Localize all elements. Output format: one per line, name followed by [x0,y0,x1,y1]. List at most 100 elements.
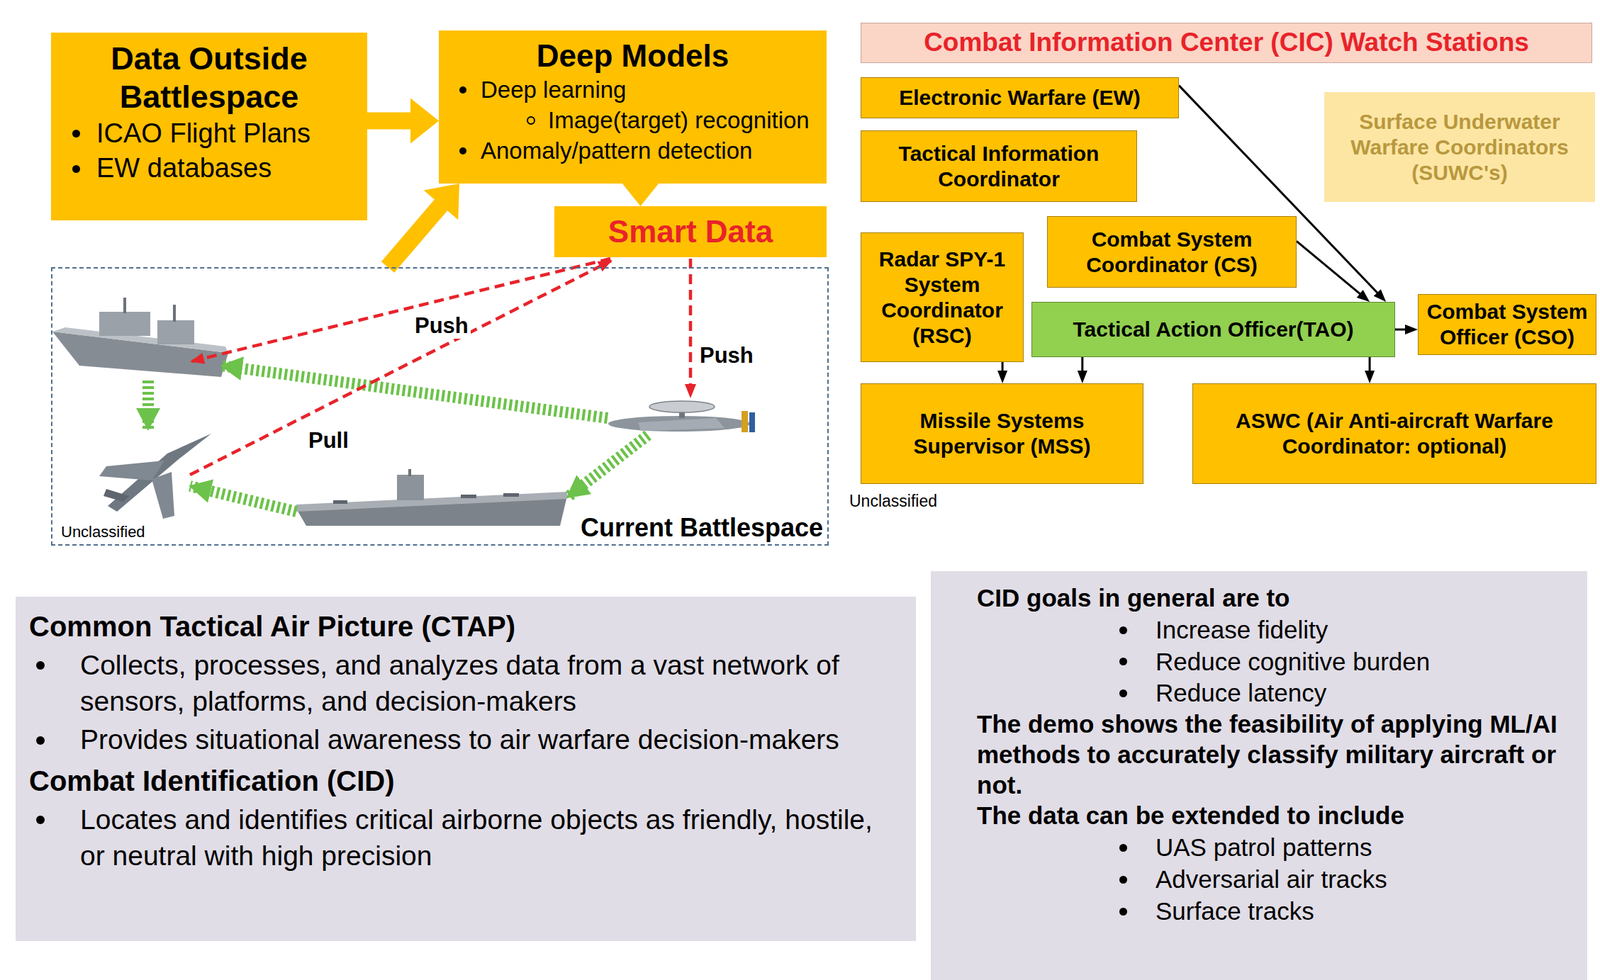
node-text: Adversarial air tracks [1155,865,1388,894]
header-band: Combat Information Center (CIC) Watch St… [860,22,1593,64]
node-text: Radar SPY-1 System Coordinator (RSC) [879,247,1006,348]
node-text: Image(target) recognition [547,107,810,134]
watch-station: ASWC (Air Anti-aircraft Warfare Coordina… [1192,383,1597,485]
node-text: Surface tracks [1155,897,1315,926]
ship-superstructure [157,320,195,345]
push-line [191,258,611,362]
bullet-dot [1119,844,1128,853]
node-text: Provides situational awareness to air wa… [80,724,840,755]
bullet-item: UAS patrol patterns [930,832,1575,865]
text-block: Combat System Coordinator (CS) [1053,226,1291,278]
text-block: The data can be extended to include [930,800,1575,833]
node-text: Smart Data [608,214,773,249]
connector [1077,357,1088,384]
data-link [189,486,297,512]
carrier-mast [408,469,412,477]
connector [1364,357,1375,384]
node-text: Combat Identification (CID) [29,765,395,797]
bullet-item: ICAO Flight Plans [60,116,358,151]
node-text: Anomaly/pattern detection [480,137,753,164]
connector-line [367,112,414,130]
awacs-plane [608,401,755,433]
model-box: Deep ModelsDeep learningImage(target) re… [438,30,827,184]
text-block: Combat System Officer (CSO) [1424,299,1591,351]
bullet-item: Surface tracks [930,896,1575,928]
watch-station: Electronic Warfare (EW) [860,77,1179,119]
cruiser-ship [52,297,229,378]
source-box: Data Outside BattlespaceICAO Flight Plan… [51,32,368,221]
link-label: Pull [306,428,351,454]
bullet-dot [1119,657,1128,666]
bullet-dot [1119,876,1128,885]
carrier-deck [296,491,568,512]
bullet-item: Locates and identifies critical airborne… [15,802,904,875]
bullet-dot [1119,689,1128,698]
text-block: Missile Systems Supervisor (MSS) [866,408,1138,460]
node-text: ICAO Flight Plans [96,118,311,149]
link-label: Push [697,343,756,369]
arrow-head [1405,324,1418,335]
ship-superstructure [99,311,151,337]
bullet-dot [1119,626,1128,635]
watch-station: Combat System Coordinator (CS) [1047,216,1297,288]
text-block: Combat Information Center (CIC) Watch St… [868,26,1585,59]
text-block: Deep Models [448,37,817,76]
jet-tail [103,489,130,502]
plane-tail [749,412,755,433]
node-text: CID goals in general are to [976,584,1291,612]
officer-box: Tactical Action Officer(TAO) [1031,301,1396,358]
smart-data-box: Smart Data [554,206,827,258]
classification-mark: Unclassified [849,491,938,512]
watch-station: Combat System Officer (CSO) [1417,294,1597,356]
connector-line [1081,357,1084,373]
arrow-head [1373,289,1387,302]
ship-mast [123,297,127,314]
jet-wing [99,460,165,481]
arrow-head [1356,289,1370,302]
info-panel: Common Tactical Air Picture (CTAP) Collec… [15,596,916,942]
node-text: Combat System Officer (CSO) [1427,299,1588,349]
data-link [221,365,608,419]
watch-station-optional: Surface Underwater Warfare Coordinators … [1324,92,1596,203]
node-text: Tactical Action Officer(TAO) [1072,317,1354,341]
node-text: Reduce latency [1155,679,1327,707]
connector-line [1368,357,1372,373]
node-text: UAS patrol patterns [1155,833,1372,862]
connector [387,183,460,268]
node-text: Common Tactical Air Picture (CTAP) [29,611,516,643]
data-link [142,380,154,430]
node-text: Combat System Coordinator (CS) [1086,227,1258,277]
bullet-dot [72,129,81,138]
aircraft-carrier [296,469,568,527]
bullet-item: Adversarial air tracks [930,864,1575,897]
fighter-jet [99,433,212,519]
bullet-item: Deep learning [448,75,817,106]
text-block: CID goals in general are to [930,582,1575,615]
deck-aircraft [460,494,477,499]
bullet-dot [459,147,467,155]
bullet-item: Reduce latency [930,677,1575,710]
text-block: Tactical Action Officer(TAO) [1037,316,1389,343]
node-text: Tactical Information Coordinator [898,141,1100,191]
ship-mast [172,304,176,322]
text-block: ASWC (Air Anti-aircraft Warfare Coordina… [1198,408,1591,460]
text-block: Combat Identification (CID) [15,762,904,800]
text-block: The demo shows the feasibility of applyi… [930,709,1575,801]
node-text: Collects, processes, and analyzes data f… [80,650,840,717]
bullet-dot [36,661,45,670]
bullet-dot [526,116,536,125]
node-text: The data can be extended to include [976,801,1405,830]
text-block: Smart Data [561,213,820,251]
node-text: Deep learning [480,76,626,103]
plane-fuselage [608,416,751,432]
node-text: Current Battlespace [580,513,824,543]
push-line [689,258,693,397]
watch-station: Radar SPY-1 System Coordinator (RSC) [860,232,1024,363]
connector-line [1395,328,1407,332]
node-text: Deep Models [536,38,729,74]
text-block: Current Battlespace [580,512,824,544]
connector-line [1001,362,1004,373]
plane-wing [638,418,725,432]
connector [1296,241,1370,302]
battlespace-region: Current Battlespace [51,267,829,546]
